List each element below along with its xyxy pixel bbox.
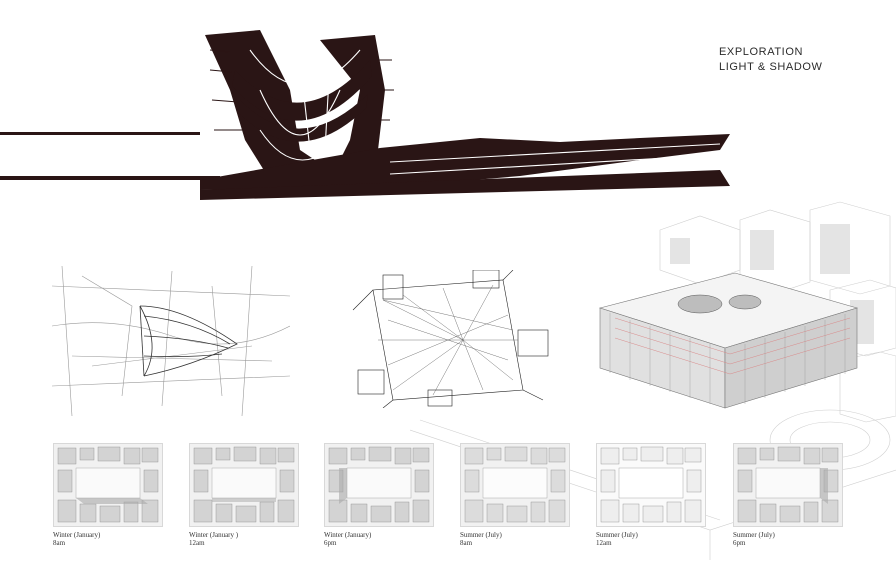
study-time: 8am — [53, 539, 66, 547]
site-plan-thumbnail — [464, 446, 566, 523]
study-season: Winter (January ) — [189, 531, 239, 539]
shadow-study-card-2: Winter (January ) 12am — [189, 443, 299, 547]
shadow-study-card-4: Summer (July) 8am — [460, 443, 570, 547]
shadow-study-plan — [460, 443, 570, 527]
study-time: 12am — [189, 539, 205, 547]
site-plan-thumbnail — [57, 446, 159, 523]
title-line-light-shadow: LIGHT & SHADOW — [719, 61, 823, 73]
shadow-study-plan — [596, 443, 706, 527]
site-plan-thumbnail — [737, 446, 839, 523]
shadow-study-card-3: Winter (January) 6pm — [324, 443, 434, 547]
site-plan-thumbnail — [193, 446, 295, 523]
elevation-silhouette — [0, 30, 730, 200]
study-season: Winter (January) — [324, 531, 372, 539]
drawing-title: EXPLORATION LIGHT & SHADOW — [719, 45, 823, 75]
study-time: 12am — [596, 539, 612, 547]
shadow-study-plan — [324, 443, 434, 527]
study-time: 6pm — [733, 539, 746, 547]
study-time: 6pm — [324, 539, 337, 547]
wireframe-plan — [352, 270, 549, 408]
shadow-study-plan — [53, 443, 163, 527]
site-plan-thumbnail — [328, 446, 430, 523]
study-season: Winter (January) — [53, 531, 101, 539]
shadow-study-plan — [189, 443, 299, 527]
study-season: Summer (July) — [460, 531, 502, 539]
shadow-study-card-6: Summer (July) 6pm — [733, 443, 843, 547]
concept-sketch — [52, 266, 290, 416]
axonometric-model — [598, 272, 859, 409]
site-plan-thumbnail — [600, 446, 702, 523]
study-time: 8am — [460, 539, 473, 547]
shadow-study-card-1: Winter (January) 8am — [53, 443, 163, 547]
shadow-study-plan — [733, 443, 843, 527]
shadow-study-card-5: Summer (July) 12am — [596, 443, 706, 547]
study-season: Summer (July) — [733, 531, 775, 539]
title-line-exploration: EXPLORATION — [719, 46, 804, 58]
study-season: Summer (July) — [596, 531, 638, 539]
